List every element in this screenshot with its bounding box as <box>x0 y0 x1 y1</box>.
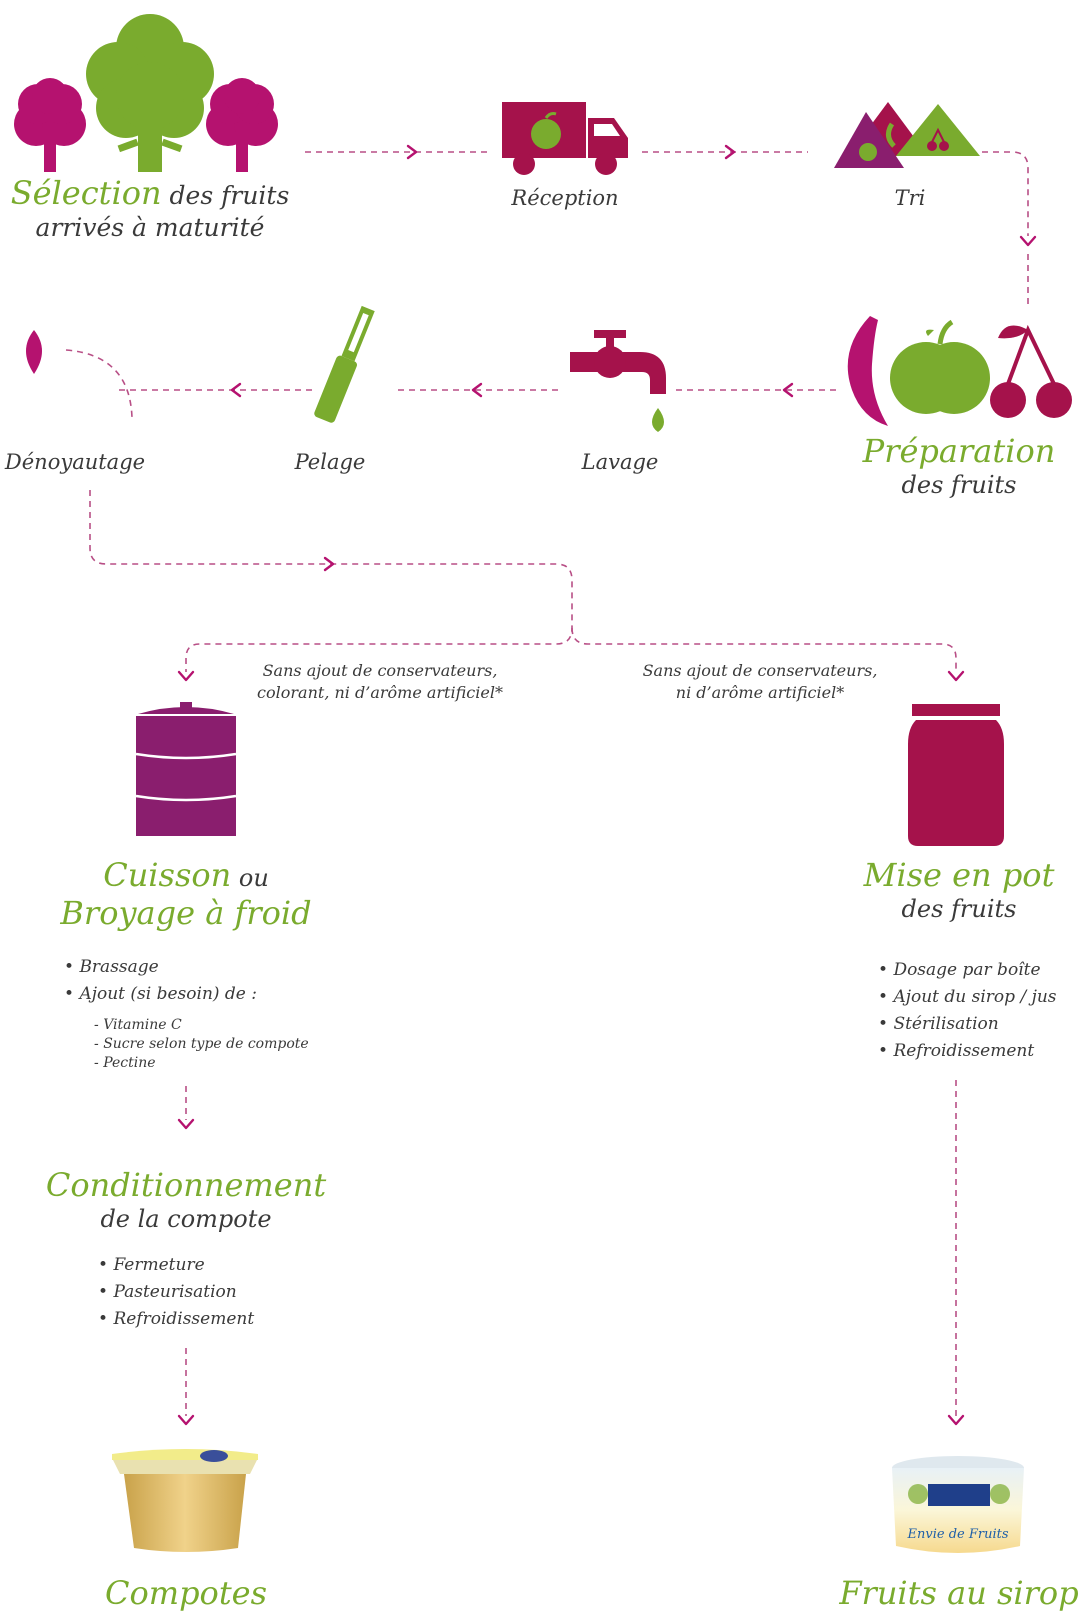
conditionnement-title: Conditionnement <box>45 1166 327 1204</box>
mise-en-pot-bullet: Stérilisation <box>878 1011 1057 1038</box>
cuisson-bullets: Brassage Ajout (si besoin) de : <box>64 954 257 1008</box>
cuisson-title-rest: ou <box>231 864 269 892</box>
selection-title-rest: des fruits <box>161 181 290 210</box>
denoyautage-label: Dénoyautage <box>4 450 146 474</box>
reception-label: Réception <box>511 186 619 210</box>
pit-icon <box>26 330 42 374</box>
cuisson-sub-bullet: Pectine <box>94 1054 309 1073</box>
mise-en-pot-subtitle: des fruits <box>901 895 1017 923</box>
sorting-bags-icon <box>834 102 980 168</box>
note-left-line-1: Sans ajout de conservateurs, <box>262 661 498 680</box>
fruit-tin-image: Envie de Fruits <box>892 1456 1024 1553</box>
tri-step: Tri <box>820 90 1000 220</box>
conditionnement-bullets: Fermeture Pasteurisation Refroidissement <box>98 1252 254 1333</box>
cooking-vat-icon <box>135 702 237 836</box>
lavage-step: Lavage <box>540 320 700 480</box>
note-right-line-2: ni d’arôme artificiel* <box>675 682 845 702</box>
pelage-step: Pelage <box>260 300 400 480</box>
faucet-icon <box>570 330 666 432</box>
trees-icon <box>14 14 278 172</box>
denoyautage-step: Dénoyautage <box>0 320 150 480</box>
preparation-step: Préparation des fruits <box>830 310 1088 520</box>
note-left: Sans ajout de conservateurs, colorant, n… <box>240 660 520 703</box>
selection-title: Sélection <box>10 174 162 212</box>
fruits-icon <box>847 316 1072 426</box>
mise-en-pot-bullet: Refroidissement <box>878 1038 1057 1065</box>
selection-subtitle: arrivés à maturité <box>35 213 265 242</box>
note-right: Sans ajout de conservateurs, ni d’arôme … <box>620 660 900 703</box>
truck-icon <box>502 102 628 175</box>
conditionnement-subtitle: de la compote <box>100 1205 272 1233</box>
conditionnement-bullet: Pasteurisation <box>98 1279 254 1306</box>
conditionnement-bullet: Fermeture <box>98 1252 254 1279</box>
cuisson-bullet: Brassage <box>64 954 257 981</box>
cuisson-title: Cuisson <box>103 856 232 894</box>
cuisson-bullet: Ajout (si besoin) de : <box>64 981 257 1008</box>
tri-label: Tri <box>894 186 926 210</box>
note-left-line-2: colorant, ni d’arôme artificiel* <box>257 682 503 702</box>
mise-en-pot-bullet: Ajout du sirop / jus <box>878 984 1056 1011</box>
compotes-label: Compotes <box>104 1574 268 1612</box>
cuisson-title-line: Cuisson ou <box>0 856 372 894</box>
mise-en-pot-title: Mise en pot <box>863 856 1055 894</box>
compote-cup-image <box>112 1449 258 1552</box>
cuisson-sub-bullet: Sucre selon type de compote <box>94 1035 309 1054</box>
fruits-au-sirop-label: Fruits au sirop <box>839 1574 1079 1612</box>
peeler-icon <box>314 305 375 423</box>
lavage-label: Lavage <box>581 450 659 474</box>
mise-en-pot-bullet: Dosage par boîte <box>878 957 1057 984</box>
pelage-label: Pelage <box>294 450 366 474</box>
preparation-title: Préparation <box>862 432 1056 470</box>
preparation-subtitle: des fruits <box>901 471 1017 499</box>
mise-en-pot-bullets: Dosage par boîte Ajout du sirop / jus St… <box>878 957 1057 1065</box>
note-right-line-1: Sans ajout de conservateurs, <box>642 661 878 680</box>
selection-step: Sélection des fruits arrivés à maturité <box>0 0 300 250</box>
jar-icon <box>908 704 1004 846</box>
cuisson-sub-bullet: Vitamine C <box>94 1016 309 1035</box>
conditionnement-bullet: Refroidissement <box>98 1306 254 1333</box>
cuisson-sub-bullets: Vitamine C Sucre selon type de compote P… <box>94 1016 309 1073</box>
broyage-title: Broyage à froid <box>60 894 312 932</box>
tin-brand-text: Envie de Fruits <box>907 1527 1009 1542</box>
reception-step: Réception <box>480 90 650 220</box>
